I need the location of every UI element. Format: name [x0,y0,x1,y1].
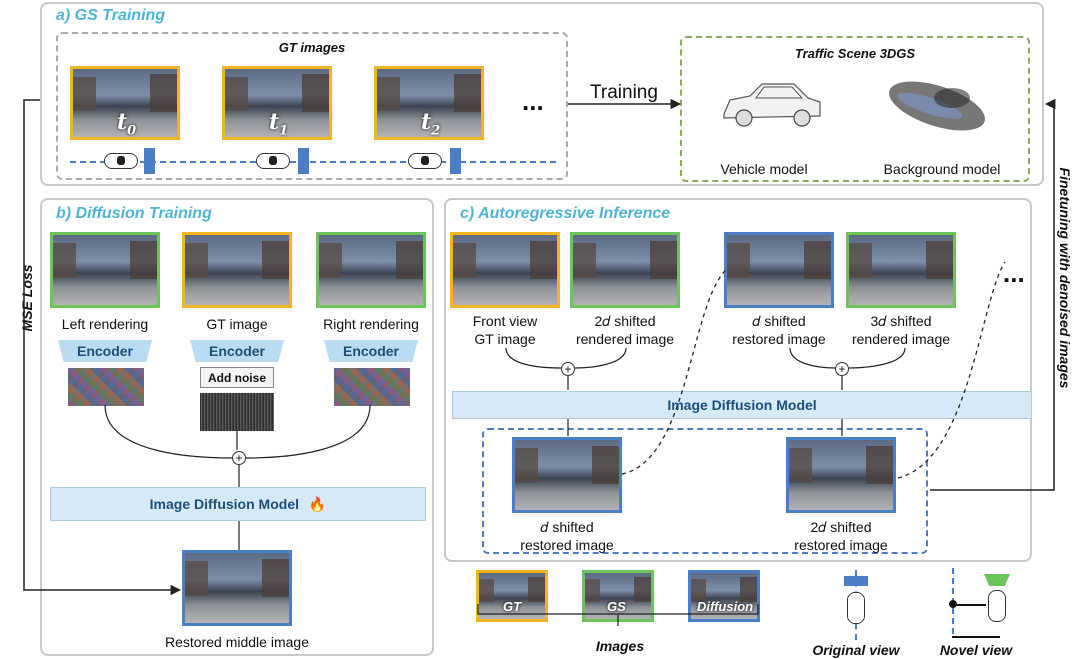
legend-gs-swatch: GS [582,570,654,622]
traffic-scene-title: Traffic Scene 3DGS [794,46,916,61]
gs-training-title: a) GS Training [56,7,166,24]
sum-node-right: + [835,362,849,376]
right-rendering-image [316,232,426,308]
legend-gt-swatch: GT [476,570,548,622]
fire-icon: 🔥 [308,496,327,512]
frame-t2-label: t2 [421,109,441,139]
sum-node-left: + [561,362,575,376]
car-icon [104,153,138,169]
traffic-scene-group: Traffic Scene 3DGS Vehicle model Backgro… [680,36,1030,182]
left-rendering-image [50,232,160,308]
sum-node: + [232,451,246,465]
background-model-icon [889,81,985,131]
front-view-gt-image [450,232,560,308]
model-label: Image Diffusion Model [149,496,299,512]
latent-left [68,368,144,406]
gt-frame-t0: t0 [70,66,180,140]
camera-icon [298,148,309,174]
background-model-label: Background model [883,161,1001,177]
trajectory-line [70,161,556,163]
right-rendering-label: Right rendering [323,316,419,332]
gt-frame-t2: t2 [374,66,484,140]
gt-image [182,232,292,308]
frames-ellipsis: ... [522,86,544,116]
gt-image-label: GT image [206,316,268,332]
left-rendering-label: Left rendering [61,316,149,332]
gt-images-label: GT images [278,40,346,55]
gs-training-panel: a) GS Training GT images t0 t1 t2 ... Tr… [40,2,1044,186]
diffusion-training-title: b) Diffusion Training [56,205,212,222]
restored-middle-image [182,550,292,626]
output-d-restored-image [512,437,622,513]
shifted-2d-rendered-image [570,232,680,308]
noise-latent [200,393,274,431]
image-diffusion-model-b: Image Diffusion Model 🔥 [50,487,426,521]
vehicle-model-icon [723,83,821,127]
image-diffusion-model-c: Image Diffusion Model [452,391,1032,419]
legend-images-label: Images [595,638,645,654]
novel-view-label: Novel view [939,642,1013,658]
vehicle-model-label: Vehicle model [720,161,808,177]
add-noise-box: Add noise [200,367,274,388]
legend-diffusion-swatch: Diffusion [688,570,760,622]
novel-view-icon [946,568,1016,644]
output-2d-restored-image [786,437,896,513]
shifted-d-restored-image [724,232,834,308]
shifted-3d-rendered-image [846,232,956,308]
encoder-center: Encoder [190,340,284,362]
car-icon [408,153,442,169]
inference-ellipsis: ... [1003,258,1025,288]
car-icon [256,153,290,169]
restored-middle-label: Restored middle image [165,634,309,650]
original-view-label: Original view [812,642,900,658]
frame-t0-label: t0 [117,109,137,139]
encoder-left: Encoder [58,340,152,362]
original-view-icon [838,570,874,640]
camera-icon [450,148,461,174]
latent-right [334,368,410,406]
encoder-right: Encoder [324,340,418,362]
training-label: Training [590,82,658,103]
gt-frame-t1: t1 [222,66,332,140]
finetuning-label: Finetuning with denoised images [1057,167,1073,389]
gt-images-group: GT images t0 t1 t2 ... [56,32,568,180]
camera-icon [144,148,155,174]
mse-loss-label: MSE Loss [19,264,35,332]
frame-t1-label: t1 [269,109,289,139]
autoregressive-title: c) Autoregressive Inference [460,205,671,222]
